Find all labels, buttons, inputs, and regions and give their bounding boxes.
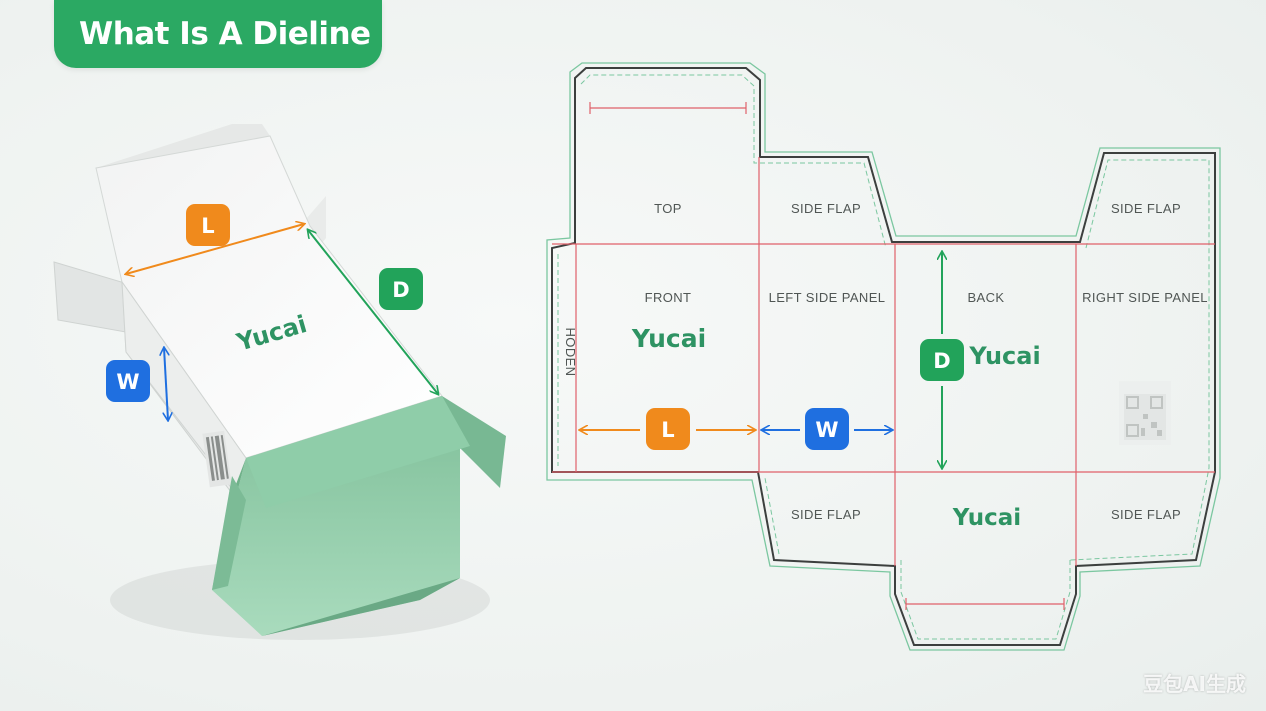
panel-label-front: FRONT [645,290,692,305]
box-width-badge: W [106,360,150,402]
panel-label-side-flap: SIDE FLAP [791,507,861,522]
bleed-line [546,62,1221,651]
box-depth-arrow [308,230,438,394]
cut-line [551,67,1216,646]
dieline-length-badge: L [646,408,690,450]
svg-text:L: L [661,418,674,442]
dieline [546,62,1221,651]
svg-text:D: D [933,349,950,373]
qr-code-icon [1119,381,1171,445]
svg-text:L: L [201,214,214,238]
box-depth-badge: D [379,268,423,310]
dieline-depth-badge: D [920,339,964,381]
watermark-text: 豆包AI生成 [1143,672,1246,696]
svg-text:W: W [815,418,838,442]
panel-label-glue-tab: HODEN [563,328,578,377]
box-width-arrow [164,348,168,420]
panel-label-side-flap: SIDE FLAP [1111,201,1181,216]
svg-text:D: D [392,278,409,302]
title-badge: What Is A Dieline [54,0,382,68]
barcode-icon [202,430,232,488]
back-brand-text: Yucai [968,342,1040,370]
panel-label-top: TOP [654,201,682,216]
bottom-brand-text: Yucai [952,505,1021,531]
panel-label-back: BACK [967,290,1004,305]
box-length-badge: L [186,204,230,246]
svg-text:W: W [116,370,139,394]
front-brand-text: Yucai [631,324,706,353]
panel-label-side-flap: SIDE FLAP [791,201,861,216]
panel-label-left-side: LEFT SIDE PANEL [769,290,886,305]
box-length-arrow [126,224,304,274]
fold-lines [552,102,1215,610]
page-title: What Is A Dieline [79,16,371,52]
panel-label-right-side: RIGHT SIDE PANEL [1082,290,1208,305]
dieline-width-badge: W [805,408,849,450]
panel-label-side-flap: SIDE FLAP [1111,507,1181,522]
